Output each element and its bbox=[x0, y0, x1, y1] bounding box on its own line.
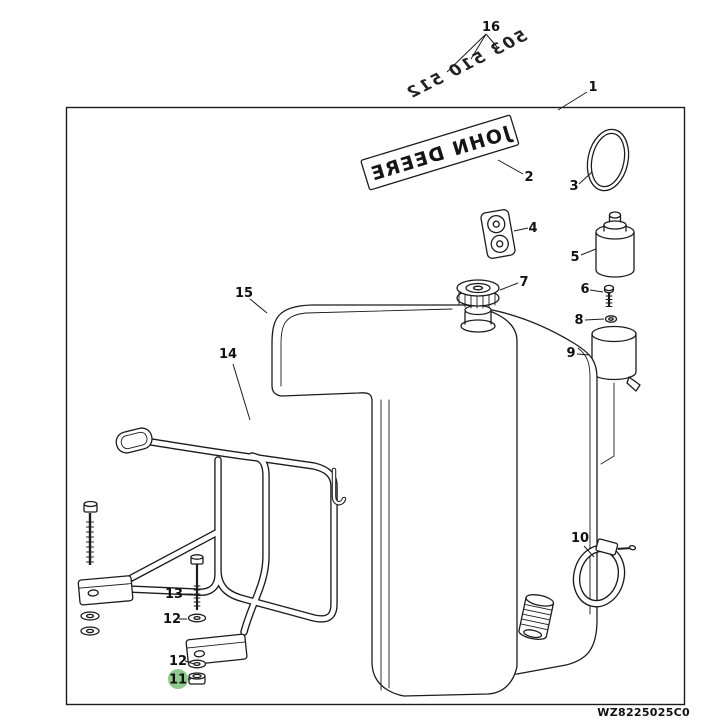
small-washer bbox=[604, 315, 618, 323]
highlight-circle bbox=[168, 669, 188, 689]
callout-12-upper[interactable]: 12 bbox=[163, 612, 181, 627]
sticker-text: 503 510 512 bbox=[403, 26, 530, 103]
callout-15[interactable]: 15 bbox=[235, 286, 253, 301]
number-sticker: 503 510 512 bbox=[403, 26, 530, 103]
left-washers bbox=[80, 611, 100, 636]
filter-cylinder bbox=[591, 325, 641, 465]
callout-9[interactable]: 9 bbox=[566, 346, 575, 361]
o-ring bbox=[586, 128, 630, 192]
callout-7[interactable]: 7 bbox=[519, 275, 528, 290]
callout-1[interactable]: 1 bbox=[588, 80, 597, 95]
callout-10[interactable]: 10 bbox=[571, 531, 589, 546]
gauge-plate bbox=[480, 209, 516, 259]
callout-12-lower[interactable]: 12 bbox=[169, 654, 187, 669]
tank-cover bbox=[271, 304, 518, 697]
canister bbox=[595, 211, 635, 278]
fuel-cap bbox=[456, 279, 500, 333]
washer-12-lower bbox=[187, 659, 207, 669]
callout-4[interactable]: 4 bbox=[528, 221, 537, 236]
frame-paddle-end bbox=[115, 427, 153, 454]
tank-outlet bbox=[518, 594, 555, 640]
right-foot-bracket bbox=[185, 633, 248, 666]
callout-6[interactable]: 6 bbox=[580, 282, 589, 297]
bolt-13 bbox=[190, 554, 204, 610]
callout-2[interactable]: 2 bbox=[524, 170, 533, 185]
nut-11 bbox=[188, 672, 206, 685]
mounting-frame bbox=[115, 427, 347, 636]
left-foot-bracket bbox=[77, 575, 134, 606]
callout-8[interactable]: 8 bbox=[574, 313, 583, 328]
hose-clamp bbox=[572, 538, 637, 608]
callout-3[interactable]: 3 bbox=[569, 179, 578, 194]
callout-11-highlighted[interactable]: 11 bbox=[168, 669, 188, 689]
drawing-part-code: WZ8225025C0 bbox=[597, 706, 690, 719]
callout-11[interactable]: 11 bbox=[169, 673, 187, 688]
brand-decal: JOHN DEERE bbox=[360, 114, 520, 191]
diagram-border bbox=[65, 106, 686, 706]
callout-16[interactable]: 16 bbox=[482, 20, 500, 35]
screw bbox=[603, 284, 615, 307]
washer-12-upper bbox=[187, 613, 207, 623]
leader-lines bbox=[179, 33, 605, 680]
callout-13[interactable]: 13 bbox=[165, 587, 183, 602]
callout-14[interactable]: 14 bbox=[219, 347, 237, 362]
callout-5[interactable]: 5 bbox=[570, 250, 579, 265]
left-bolt bbox=[83, 500, 98, 565]
